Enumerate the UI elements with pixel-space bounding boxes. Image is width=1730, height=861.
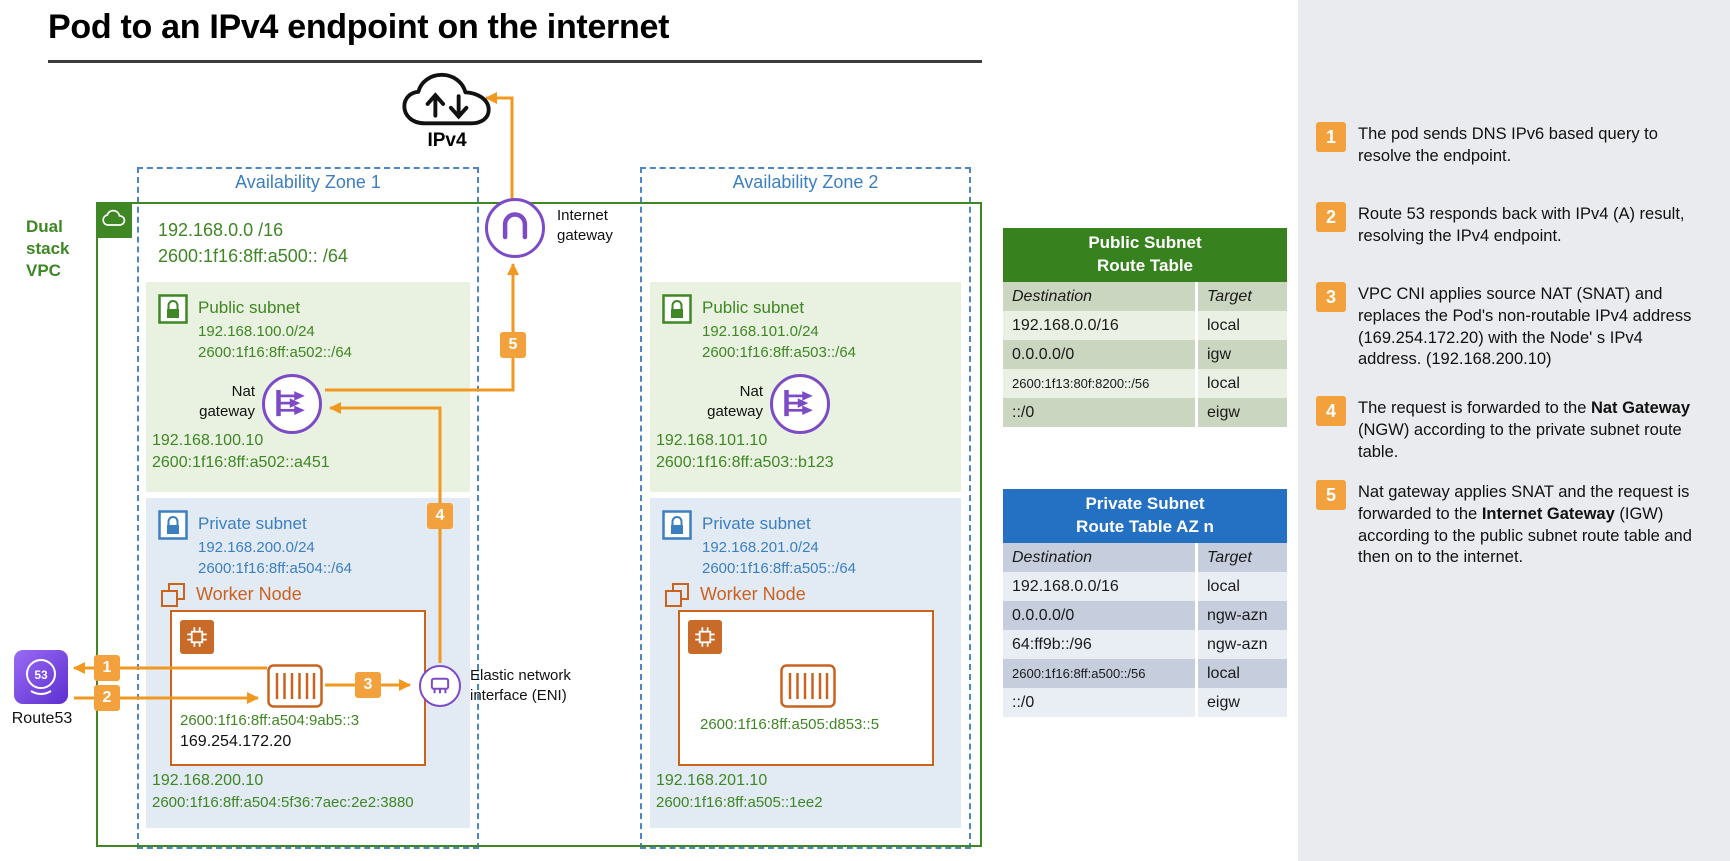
vpc-icon xyxy=(96,202,132,238)
az1-nat-gateway-label: Nat gateway xyxy=(199,383,255,420)
step-text-3: VPC CNI applies source NAT (SNAT) and re… xyxy=(1358,285,1692,369)
az2-pod-container-icon xyxy=(780,664,836,708)
private-route-table: Private Subnet Route Table AZ n Destinat… xyxy=(1003,489,1287,717)
table-row: 2600:1f13:80f:8200::/56 local xyxy=(1003,369,1287,398)
flow-badge-1: 1 xyxy=(94,655,120,681)
az2-private-cidr4: 192.168.201.0/24 xyxy=(702,539,819,556)
table-row: 2600:1f16:8ff:a500::/56 local xyxy=(1003,659,1287,688)
az1-private-cidr6: 2600:1f16:8ff:a504::/64 xyxy=(198,560,353,577)
table-row: ::/0 eigw xyxy=(1003,398,1287,427)
az2-worker-node-label: Worker Node xyxy=(700,584,806,604)
az1-private-cidr4: 192.168.200.0/24 xyxy=(198,539,315,556)
az2-pod-ip6: 2600:1f16:8ff:a505:d853::5 xyxy=(700,716,880,733)
vpc-label: Dual stack VPC xyxy=(26,217,70,281)
col-target: Target xyxy=(1195,282,1287,311)
az1-nat-ip6: 2600:1f16:8ff:a502::a451 xyxy=(152,454,330,471)
private-route-table-header: Destination Target xyxy=(1003,543,1287,572)
private-route-table-title: Private Subnet Route Table AZ n xyxy=(1003,489,1287,543)
table-row: 0.0.0.0/0 ngw-azn xyxy=(1003,601,1287,630)
az1-public-subnet-title: Public subnet xyxy=(198,298,301,317)
az1-private-subnet-title: Private subnet xyxy=(198,514,307,533)
az1-label: Availability Zone 1 xyxy=(235,172,381,192)
az2-label: Availability Zone 2 xyxy=(732,172,879,192)
public-route-table-title: Public Subnet Route Table xyxy=(1003,228,1287,282)
az1-node-ip4: 192.168.200.10 xyxy=(152,772,264,789)
title-underline xyxy=(48,60,982,63)
step-text-5: Nat gateway applies SNAT and the request… xyxy=(1358,483,1692,567)
internet-cloud-icon xyxy=(398,70,496,134)
step-badge-2: 2 xyxy=(1316,202,1346,232)
route53-icon: 53 xyxy=(14,650,68,704)
vpc-cidr-ipv4: 192.168.0.0 /16 xyxy=(158,220,284,240)
page-title: Pod to an IPv4 endpoint on the internet xyxy=(48,8,670,46)
az1-containers-icon xyxy=(160,582,186,608)
az1-pod-ip6: 2600:1f16:8ff:a504:9ab5::3 xyxy=(180,712,360,729)
public-route-table-header: Destination Target xyxy=(1003,282,1287,311)
az2-public-cidr6: 2600:1f16:8ff:a503::/64 xyxy=(702,344,857,361)
az2-nat-ip4: 192.168.101.10 xyxy=(656,432,768,449)
az2-box xyxy=(640,167,971,849)
step-badge-1: 1 xyxy=(1316,122,1346,152)
table-row: ::/0 eigw xyxy=(1003,688,1287,717)
az2-public-subnet-lock-icon xyxy=(662,294,692,324)
col-destination: Destination xyxy=(1012,287,1093,305)
az2-nat-gateway-label: Nat gateway xyxy=(707,383,763,420)
az2-node-ip4: 192.168.201.10 xyxy=(656,772,768,789)
eni-icon xyxy=(419,665,461,707)
az1-public-subnet-lock-icon xyxy=(158,294,188,324)
flow-badge-2: 2 xyxy=(94,685,120,711)
az2-public-cidr4: 192.168.101.0/24 xyxy=(702,323,819,340)
flow-badge-5: 5 xyxy=(500,332,526,358)
vpc-cidr-ipv6: 2600:1f16:8ff:a500:: /64 xyxy=(158,246,348,266)
az1-instance-chip-icon xyxy=(180,620,214,654)
col-destination: Destination xyxy=(1012,548,1093,566)
step-badge-4: 4 xyxy=(1316,396,1346,426)
steps-sidebar xyxy=(1298,0,1730,861)
step-text-2: Route 53 responds back with IPv4 (A) res… xyxy=(1358,205,1685,245)
az1-worker-node-label: Worker Node xyxy=(196,584,302,604)
az1-pod-ip4: 169.254.172.20 xyxy=(180,733,292,750)
flow-badge-3: 3 xyxy=(355,672,381,698)
internet-gateway-label: Internet gateway xyxy=(557,207,613,244)
az2-containers-icon xyxy=(664,582,690,608)
az1-private-subnet-lock-icon xyxy=(158,510,188,540)
vpc-box xyxy=(96,202,982,847)
svg-text:53: 53 xyxy=(34,668,48,682)
az1-node-ip6: 2600:1f16:8ff:a504:5f36:7aec:2e2:3880 xyxy=(152,794,414,811)
step-text-4: The request is forwarded to the Nat Gate… xyxy=(1358,399,1691,461)
az1-nat-gateway-icon xyxy=(262,374,322,434)
table-row: 192.168.0.0/16 local xyxy=(1003,572,1287,601)
az2-node-ip6: 2600:1f16:8ff:a505::1ee2 xyxy=(656,794,823,811)
az2-private-cidr6: 2600:1f16:8ff:a505::/64 xyxy=(702,560,857,577)
az2-public-subnet-title: Public subnet xyxy=(702,298,805,317)
route53-label: Route53 xyxy=(11,710,73,727)
public-route-table: Public Subnet Route Table Destination Ta… xyxy=(1003,228,1287,427)
table-row: 192.168.0.0/16 local xyxy=(1003,311,1287,340)
az2-private-subnet-title: Private subnet xyxy=(702,514,811,533)
az1-public-cidr4: 192.168.100.0/24 xyxy=(198,323,315,340)
internet-label: IPv4 xyxy=(427,130,467,151)
step-badge-5: 5 xyxy=(1316,480,1346,510)
az2-private-subnet-lock-icon xyxy=(662,510,692,540)
az2-instance-chip-icon xyxy=(688,620,722,654)
step-text-1: The pod sends DNS IPv6 based query to re… xyxy=(1358,125,1658,165)
flow-badge-4: 4 xyxy=(427,503,453,529)
az2-nat-ip6: 2600:1f16:8ff:a503::b123 xyxy=(656,454,834,471)
col-target: Target xyxy=(1195,543,1287,572)
az1-box xyxy=(137,167,479,849)
table-row: 64:ff9b::/96 ngw-azn xyxy=(1003,630,1287,659)
az1-pod-container-icon xyxy=(267,664,323,708)
table-row: 0.0.0.0/0 igw xyxy=(1003,340,1287,369)
step-badge-3: 3 xyxy=(1316,282,1346,312)
az1-nat-ip4: 192.168.100.10 xyxy=(152,432,264,449)
eni-label: Elastic network interface (ENI) xyxy=(470,667,571,704)
az2-nat-gateway-icon xyxy=(770,374,830,434)
internet-gateway-icon xyxy=(485,198,545,258)
az1-public-cidr6: 2600:1f16:8ff:a502::/64 xyxy=(198,344,353,361)
